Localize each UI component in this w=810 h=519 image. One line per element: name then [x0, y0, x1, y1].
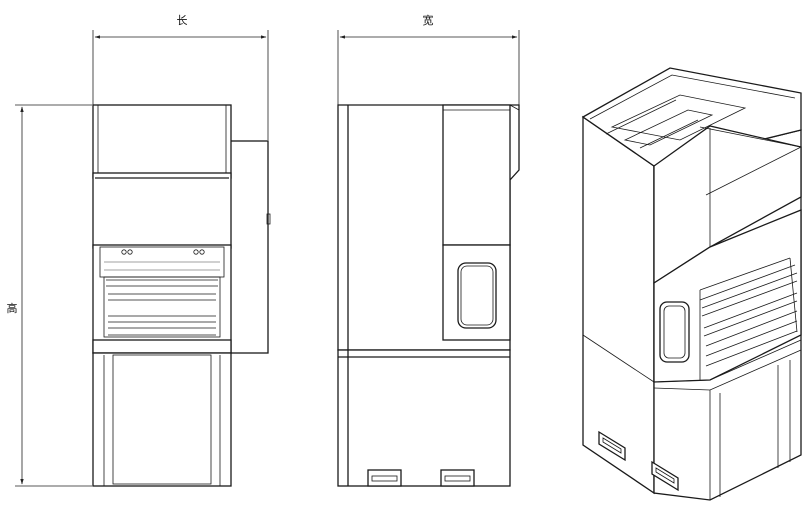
- side-handle-right: [440, 469, 475, 487]
- front-view: [92, 104, 271, 487]
- height-label: 高: [7, 301, 18, 315]
- width-label: 宽: [423, 13, 434, 27]
- iso-left-face: [582, 115, 655, 495]
- height-dimension: 高: [7, 104, 92, 487]
- iso-handle-top: [598, 430, 626, 462]
- side-window-frame: [442, 244, 511, 341]
- side-base: [337, 349, 511, 487]
- side-handle-left: [367, 469, 402, 487]
- length-dimension: 长: [92, 14, 269, 140]
- side-view: [337, 104, 520, 487]
- iso-window: [659, 301, 690, 363]
- iso-handle-bottom: [651, 460, 679, 492]
- base-cabinet: [92, 352, 232, 487]
- isometric-view: [581, 67, 802, 501]
- side-panel: [229, 140, 269, 354]
- upper-hood: [92, 104, 232, 179]
- side-window: [457, 262, 497, 329]
- length-label: 长: [177, 14, 188, 27]
- width-dimension: 宽: [337, 13, 520, 105]
